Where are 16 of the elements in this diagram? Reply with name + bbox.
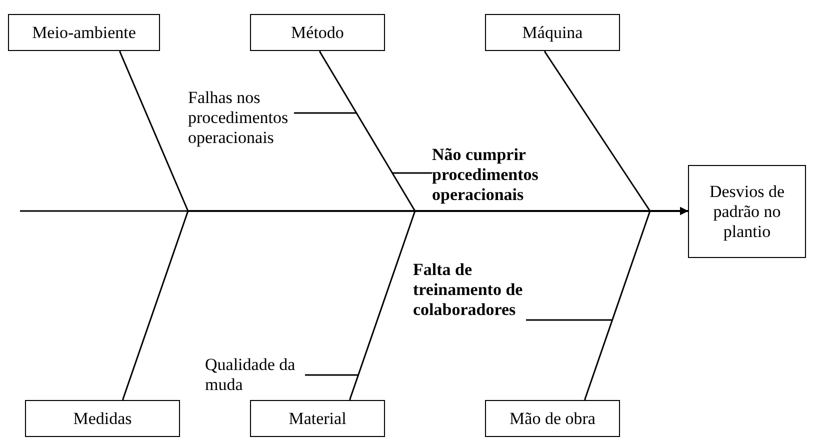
category-box: Método xyxy=(250,14,385,51)
cause-line xyxy=(526,319,612,321)
category-box: Meio-ambiente xyxy=(8,14,160,51)
cause-line xyxy=(305,374,359,376)
cause-label: Falhas nos procedimentos operacionais xyxy=(188,88,294,150)
cause-line xyxy=(392,172,432,174)
cause-label: Não cumprir procedimentos operacionais xyxy=(432,145,562,205)
category-box: Mão de obra xyxy=(485,400,620,437)
cause-line xyxy=(294,112,357,114)
arrow xyxy=(584,207,688,400)
category-box: Medidas xyxy=(25,400,180,437)
cause-label: Falta de treinamento de colaboradores xyxy=(413,260,526,322)
cause-label: Qualidade da muda xyxy=(205,355,305,399)
category-box: Material xyxy=(250,400,385,437)
effect-box: Desvios de padrão no plantio xyxy=(688,165,806,258)
category-box: Máquina xyxy=(485,14,620,51)
